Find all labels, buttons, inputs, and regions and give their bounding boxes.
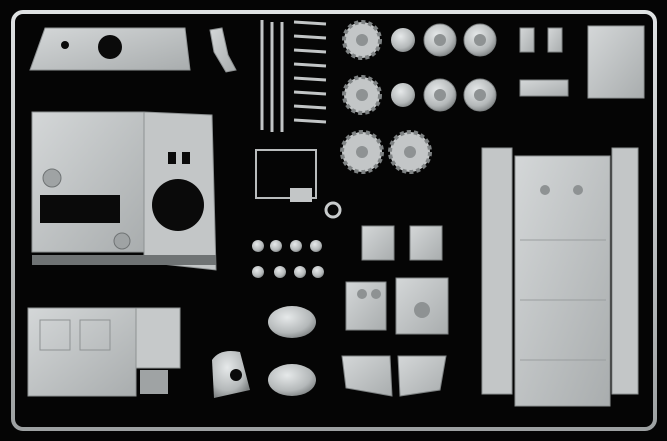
hull-side-panel-part bbox=[31, 111, 217, 271]
road-wheels-group bbox=[391, 23, 497, 112]
road-wheel-1 bbox=[423, 23, 457, 57]
hatch-parts-group bbox=[345, 225, 449, 335]
hub-1 bbox=[391, 28, 415, 52]
upper-plate-part bbox=[29, 27, 191, 71]
hub-2 bbox=[391, 83, 415, 107]
sprue-hub bbox=[324, 201, 342, 219]
road-wheel-4 bbox=[463, 78, 497, 112]
sprocket-3 bbox=[340, 130, 384, 174]
sprocket-4 bbox=[388, 130, 432, 174]
sprue-frame bbox=[11, 10, 657, 431]
bracket-part bbox=[209, 27, 237, 73]
domed-parts-group bbox=[212, 306, 316, 398]
small-fittings-group bbox=[519, 27, 569, 97]
road-wheel-2 bbox=[463, 23, 497, 57]
hull-floor-part bbox=[481, 147, 639, 407]
small-rods-group bbox=[260, 20, 327, 132]
sprocket-wheels-group bbox=[340, 20, 432, 174]
engine-deck-part bbox=[27, 307, 181, 397]
small-parts-cluster bbox=[252, 149, 324, 278]
road-wheel-3 bbox=[423, 78, 457, 112]
sprocket-1 bbox=[342, 20, 382, 60]
stowage-box-part bbox=[587, 25, 645, 99]
dome-1 bbox=[268, 306, 316, 338]
dome-2 bbox=[268, 364, 316, 396]
fender-parts-group bbox=[341, 355, 447, 397]
sprocket-2 bbox=[342, 75, 382, 115]
